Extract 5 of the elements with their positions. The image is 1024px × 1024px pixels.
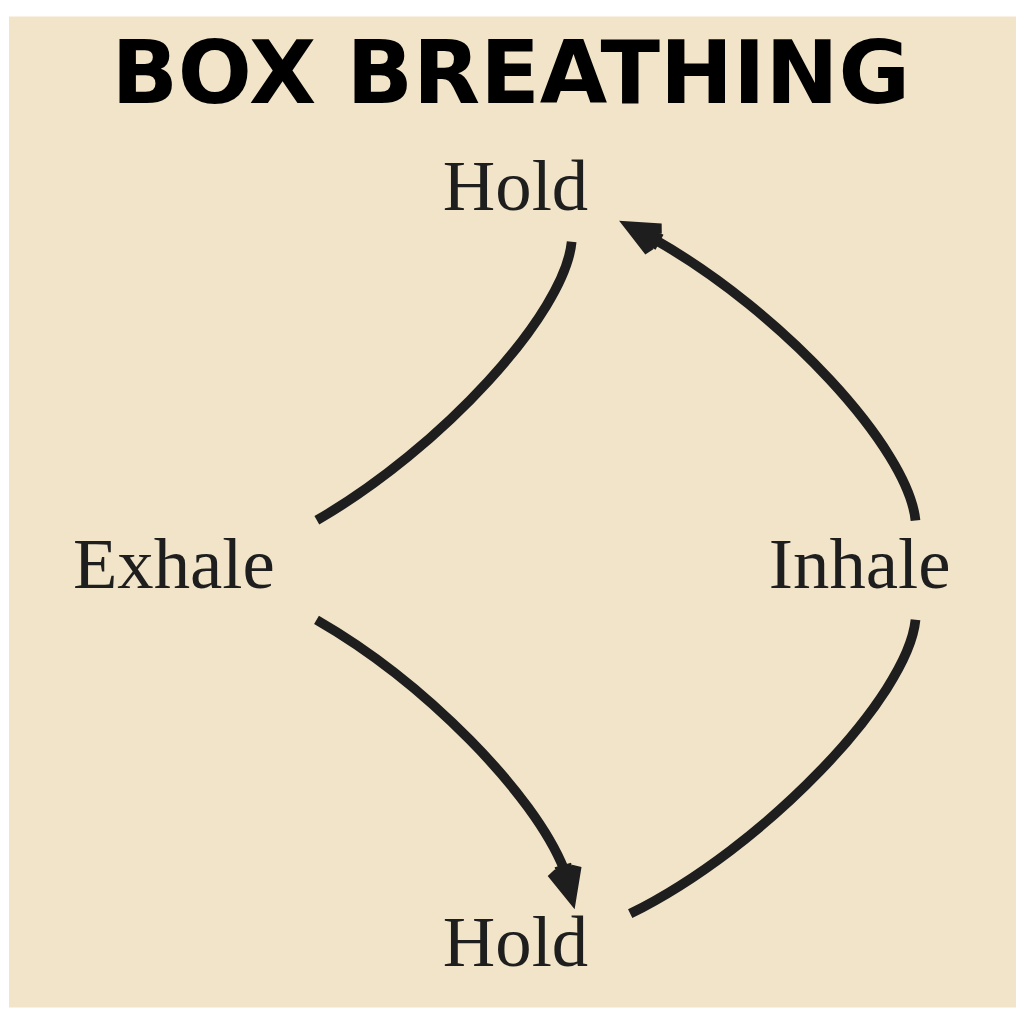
diagram-title: BOX BREATHING: [110, 22, 910, 125]
node-text: Inhale: [768, 523, 950, 605]
node-text: Exhale: [72, 523, 275, 605]
node-text: Hold: [442, 145, 588, 227]
node-text: Hold: [442, 901, 588, 983]
